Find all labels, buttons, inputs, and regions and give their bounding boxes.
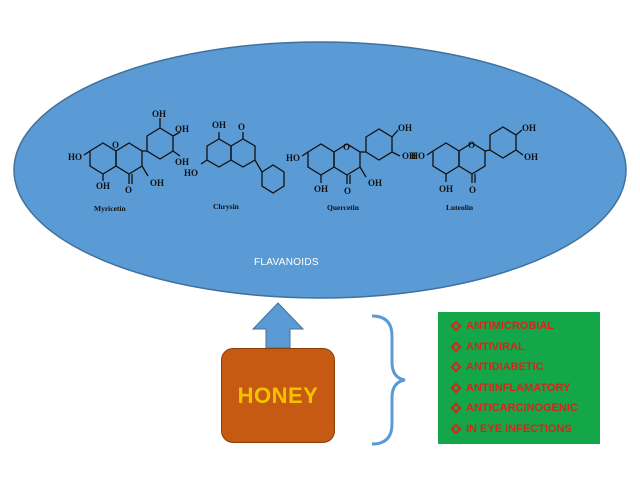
- honey-label: HONEY: [237, 382, 319, 408]
- atom-o: O: [238, 122, 245, 132]
- honey-box: HONEY: [221, 348, 335, 443]
- atom-ho: HO: [68, 152, 82, 162]
- property-label: ANTIVIRAL: [466, 340, 525, 353]
- atom-o: O: [112, 140, 119, 150]
- property-item: ANTIINFLAMATORY: [450, 378, 600, 399]
- molecule-name-luteolin: Luteolin: [446, 203, 474, 212]
- atom-ho: HO: [286, 153, 300, 163]
- property-item: ANTIMICROBIAL: [450, 316, 600, 337]
- atom-ho: HO: [184, 168, 198, 178]
- atom-oh: OH: [402, 151, 416, 161]
- curly-brace-icon: [371, 314, 406, 446]
- molecule-name-quercetin: Quercetin: [327, 203, 360, 212]
- diamond-bullet-icon: [450, 382, 462, 394]
- up-arrow-icon: [251, 302, 305, 349]
- atom-oh: OH: [175, 124, 189, 134]
- atom-o: O: [344, 186, 351, 196]
- property-label: ANTIMICROBIAL: [466, 320, 554, 333]
- diamond-bullet-icon: [450, 402, 462, 414]
- properties-list: ANTIMICROBIAL ANTIVIRAL ANTIDIABETIC ANT…: [438, 312, 600, 444]
- property-item: ANTIDIABETIC: [450, 357, 600, 378]
- diamond-bullet-icon: [450, 361, 462, 373]
- atom-o: O: [468, 140, 475, 150]
- atom-oh: OH: [212, 120, 226, 130]
- property-label: ANTICARCINOGENIC: [466, 402, 578, 415]
- atom-oh: OH: [524, 152, 538, 162]
- property-label: ANTIDIABETIC: [466, 361, 544, 374]
- property-item: IN EYE INFECTIONS: [450, 419, 600, 440]
- atom-oh: OH: [152, 109, 166, 119]
- atom-oh: OH: [175, 157, 189, 167]
- property-label: IN EYE INFECTIONS: [466, 422, 572, 435]
- atom-oh: OH: [398, 123, 412, 133]
- atom-oh: OH: [150, 178, 164, 188]
- atom-oh: OH: [522, 123, 536, 133]
- atom-ho: HO: [411, 151, 425, 161]
- atom-o: O: [469, 185, 476, 195]
- atom-o: O: [125, 185, 132, 195]
- atom-oh: OH: [314, 184, 328, 194]
- diamond-bullet-icon: [450, 320, 462, 332]
- molecule-myricetin: HO O O OH OH OH OH OH Myricetin: [68, 109, 189, 213]
- molecule-name-myricetin: Myricetin: [94, 204, 126, 213]
- diamond-bullet-icon: [450, 423, 462, 435]
- flavanoids-ellipse: [13, 41, 627, 299]
- molecule-name-chrysin: Chrysin: [213, 202, 240, 211]
- diamond-bullet-icon: [450, 341, 462, 353]
- molecule-luteolin: HO O O OH OH OH Luteolin: [411, 123, 538, 212]
- molecule-chrysin: OH O HO Chrysin: [184, 120, 285, 211]
- atom-oh: OH: [368, 178, 382, 188]
- atom-oh: OH: [96, 181, 110, 191]
- property-label: ANTIINFLAMATORY: [466, 381, 571, 394]
- property-item: ANTIVIRAL: [450, 337, 600, 358]
- property-item: ANTICARCINOGENIC: [450, 398, 600, 419]
- atom-o: O: [343, 142, 350, 152]
- flavanoids-label: FLAVANOIDS: [254, 257, 319, 268]
- atom-oh: OH: [439, 184, 453, 194]
- molecule-quercetin: HO O O OH OH OH OH Quercetin: [286, 123, 416, 212]
